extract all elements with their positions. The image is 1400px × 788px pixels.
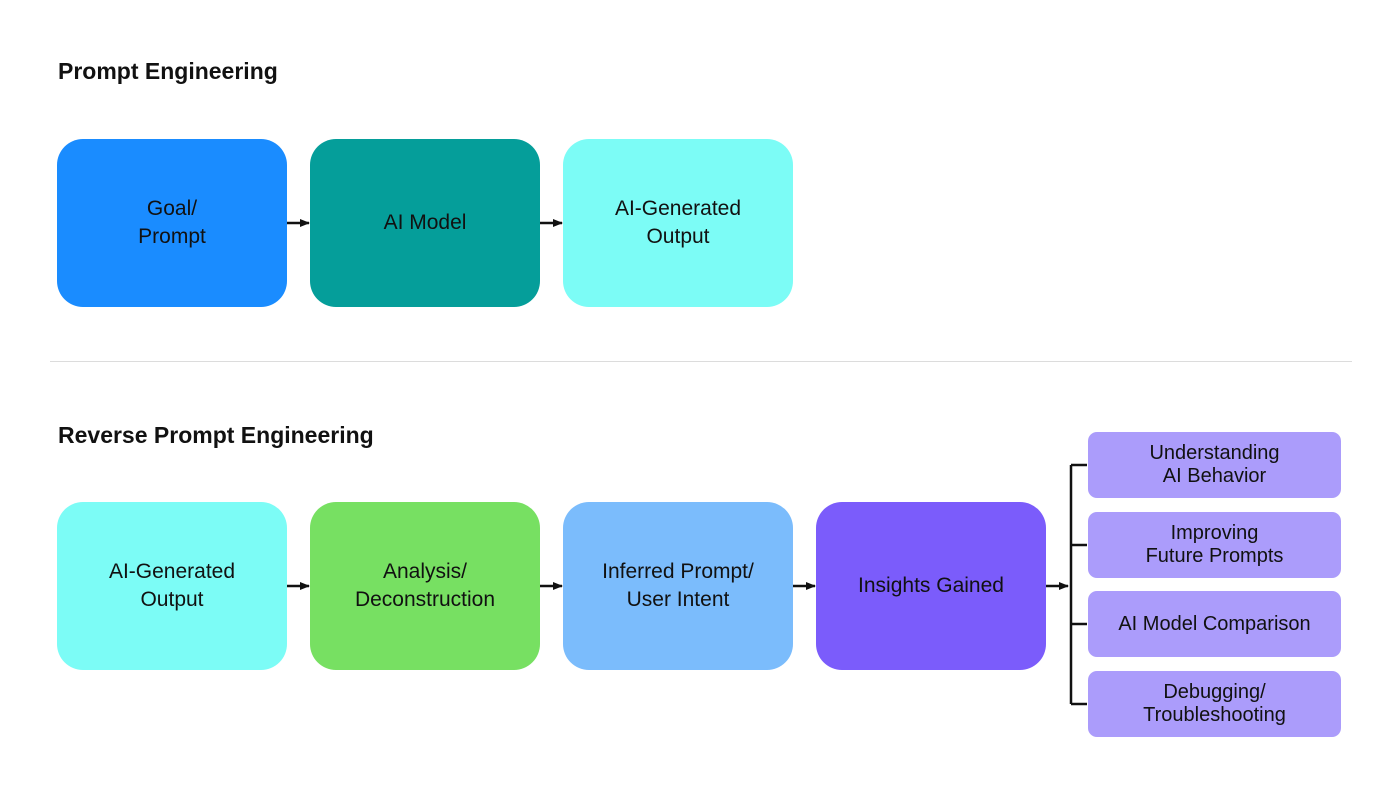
outcome-ai-model-comparison: AI Model Comparison — [1088, 591, 1341, 657]
outcome-debugging-troubleshooting: Debugging/ Troubleshooting — [1088, 671, 1341, 737]
goal-prompt-box: Goal/ Prompt — [57, 139, 287, 307]
reverse-ai-generated-output-box: AI-Generated Output — [57, 502, 287, 670]
outcome-improving-future-prompts: Improving Future Prompts — [1088, 512, 1341, 578]
outcome-understanding-ai-behavior: Understanding AI Behavior — [1088, 432, 1341, 498]
reverse-prompt-engineering-title: Reverse Prompt Engineering — [58, 422, 374, 448]
analysis-deconstruction-box: Analysis/ Deconstruction — [310, 502, 540, 670]
inferred-prompt-box: Inferred Prompt/ User Intent — [563, 502, 793, 670]
section-divider — [50, 361, 1352, 362]
prompt-engineering-title: Prompt Engineering — [58, 58, 278, 84]
insights-gained-box: Insights Gained — [816, 502, 1046, 670]
ai-generated-output-box: AI-Generated Output — [563, 139, 793, 307]
ai-model-box: AI Model — [310, 139, 540, 307]
